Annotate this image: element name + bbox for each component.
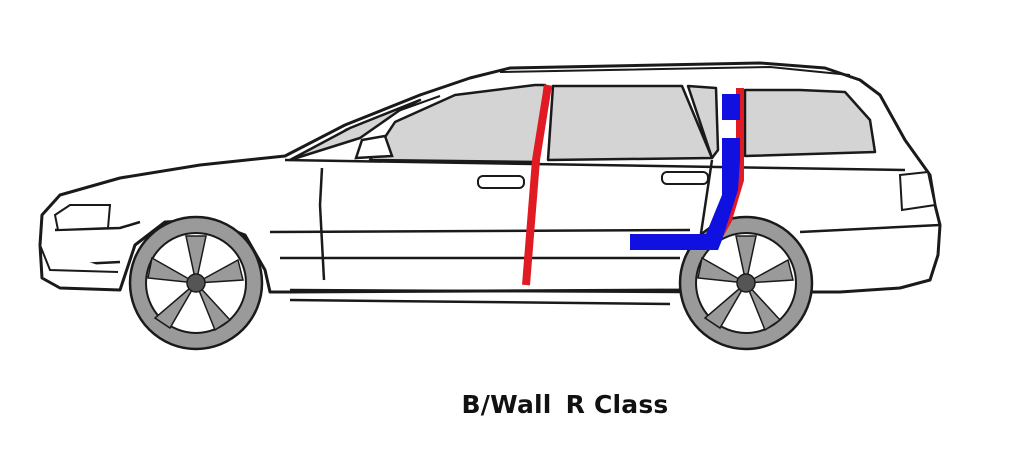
rear-door-seam <box>698 159 714 241</box>
front-bumper <box>39 244 119 273</box>
side-mirror <box>354 134 394 160</box>
windshield <box>288 98 422 162</box>
tail-light <box>898 170 937 212</box>
rear-door-handle <box>661 171 709 185</box>
b-pillar-highlight-red <box>522 84 552 286</box>
cargo-window <box>743 88 877 158</box>
caption-part-2: R Class <box>565 390 669 419</box>
headlight <box>53 204 112 232</box>
body-lines <box>54 158 941 306</box>
caption-part-1: B/Wall <box>461 390 552 419</box>
rear-quarter-window-1 <box>686 84 720 160</box>
front-wheel <box>128 215 264 351</box>
door-handles <box>477 171 709 189</box>
front-door-seam <box>318 167 326 281</box>
diagram-caption: B/Wall R Class <box>0 390 1016 419</box>
rear-door-window <box>546 84 714 162</box>
rear-wall-highlight-blue <box>630 94 740 250</box>
front-door-window <box>368 83 547 164</box>
front-door-handle <box>477 175 525 189</box>
front-lights <box>39 204 119 273</box>
windows <box>288 83 877 164</box>
